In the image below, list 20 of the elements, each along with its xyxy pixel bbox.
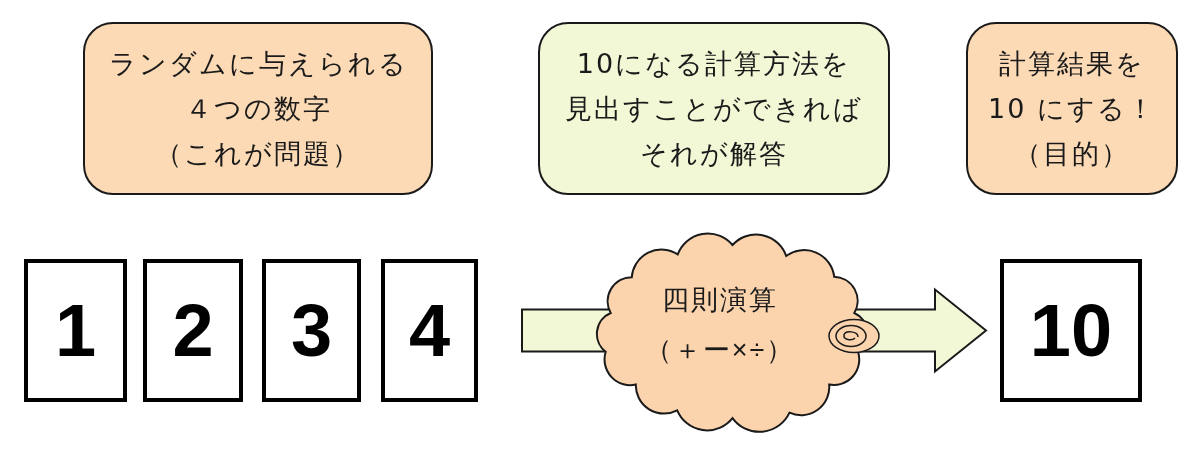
cloud-text: （＋ー×÷） bbox=[644, 334, 796, 367]
note-text: （目的） bbox=[1013, 137, 1131, 171]
note-box bbox=[966, 22, 1178, 195]
note-box bbox=[83, 22, 433, 195]
card-number: 3 bbox=[290, 293, 333, 368]
card-number: 1 bbox=[54, 293, 97, 368]
card-number: 2 bbox=[172, 293, 214, 368]
note-text: （これが問題） bbox=[154, 137, 362, 171]
card-number: 4 bbox=[408, 293, 451, 368]
number-card bbox=[1000, 259, 1142, 402]
number-card bbox=[143, 259, 243, 402]
note-text: 10になる計算方法を見出すことができればそれが解答 bbox=[564, 47, 864, 171]
cloud-text: 四則演算 bbox=[662, 284, 778, 317]
note-box bbox=[538, 22, 890, 195]
number-card bbox=[24, 259, 127, 402]
number-card bbox=[381, 259, 478, 402]
note-text: ランダムに与えられる４つの数字 bbox=[107, 47, 409, 126]
number-card bbox=[262, 259, 361, 402]
card-number: 10 bbox=[1029, 293, 1113, 368]
note-text: 計算結果を10 にする！ bbox=[987, 47, 1157, 126]
